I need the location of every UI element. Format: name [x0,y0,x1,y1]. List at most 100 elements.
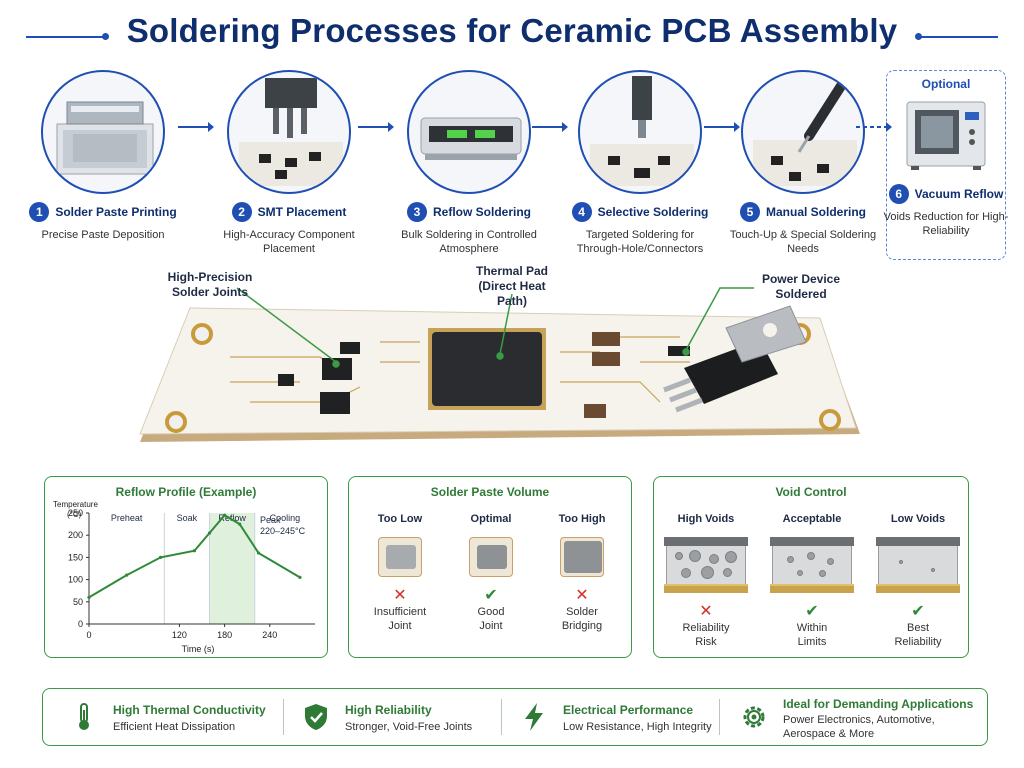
title-dot-right [915,33,922,40]
step-solder-paste-printing: 1 Solder Paste Printing Precise Paste De… [28,70,178,242]
void-control-panel: Void Control High Voids ✕ Reliability Ri… [653,476,969,658]
shield-check-icon [305,704,327,730]
arrow-dashed-icon [856,122,892,132]
void-col-low: Low Voids ✔ Best Reliability [870,513,966,649]
panel-title: Void Control [775,485,847,499]
feature-electrical: Electrical Performance Low Resistance, H… [503,689,723,745]
y-tick-label: 100 [68,575,83,585]
page-title: Soldering Processes for Ceramic PCB Asse… [126,12,898,49]
step-desc: High-Accuracy Component Placement [223,229,355,255]
void-cross-section-icon [876,537,960,593]
step-manual-soldering: 5 Manual Soldering Touch-Up & Special So… [728,70,878,256]
x-mark-icon: ✕ [393,587,407,604]
reflow-zone-band [209,513,255,624]
y-tick-label: 250 [68,508,83,518]
step-number: 1 [29,202,50,222]
col-foot-2: Bridging [561,620,603,632]
x-tick-label: 0 [86,630,91,640]
step-label: Reflow Soldering [432,205,531,219]
col-foot-1: Good [477,606,505,618]
feature-thermal: High Thermal Conductivity Efficient Heat… [53,689,279,745]
callout-thermal-pad: Thermal Pad (Direct Heat Path) [475,264,549,308]
reflow-oven-icon [407,70,531,194]
arrow-right-icon [704,122,740,132]
y-tick-label: 0 [78,619,83,629]
y-tick-label: 50 [73,597,83,607]
reflow-profile-panel: Reflow Profile (Example) Preheat Soak Refl… [44,476,328,658]
step-label: Selective Soldering [597,205,709,219]
step-label: Solder Paste Printing [55,205,177,219]
feature-applications: Ideal for Demanding Applications Power E… [723,689,985,745]
paste-chip-icon [469,537,513,577]
step-label: Manual Soldering [765,205,866,219]
feature-divider [501,699,502,735]
col-foot-2: Joint [388,620,412,632]
void-cross-section-icon [770,537,854,593]
col-foot-2: Risk [695,636,717,648]
feature-desc: Power Electronics, Automotive, [783,714,935,726]
step-number: 2 [231,202,252,222]
col-foot-1: Best [906,622,929,634]
x-tick-label: 120 [172,630,187,640]
feature-desc: Low Resistance, High Integrity [563,721,712,733]
col-foot-1: Within [796,622,828,634]
feature-desc-2: Aerospace & More [783,728,875,740]
ceramic-pcb-illustration: High-Precision Solder Joints Thermal Pad… [0,262,1024,462]
pick-and-place-icon [227,70,351,194]
step-desc: Bulk Soldering in Controlled Atmosphere [401,229,537,255]
title-rule-left [26,36,104,38]
x-tick-label: 240 [262,630,277,640]
col-foot-2: Reliability [894,636,942,648]
solder-paste-panel: Solder Paste Volume Too Low ✕ Insufficie… [348,476,632,658]
col-foot-1: Insufficient [373,606,427,618]
paste-col-too-low: Too Low ✕ Insufficient Joint [355,513,445,633]
optional-label: Optional [921,77,971,91]
y-axis-label: Temperature [53,500,98,509]
gear-icon [743,706,765,728]
stencil-printer-icon [41,70,165,194]
reflow-profile-point [158,555,163,559]
step-vacuum-reflow: 6 Vacuum Reflow Voids Reduction for High… [871,98,1021,238]
check-mark-icon: ✔ [484,587,498,604]
paste-col-optimal: Optimal ✔ Good Joint [446,513,536,633]
selective-solder-nozzle-icon [578,70,702,194]
reflow-profile-point [298,575,302,579]
thermometer-icon [79,703,89,730]
step-number: 6 [888,184,909,204]
paste-chip-icon [560,537,604,577]
step-label: SMT Placement [257,205,347,219]
zone-label: Preheat [111,513,143,523]
vacuum-oven-icon [901,98,991,172]
col-head: Too Low [377,513,423,525]
x-mark-icon: ✕ [575,587,589,604]
check-mark-icon: ✔ [911,603,925,620]
feature-desc: Efficient Heat Dissipation [113,721,236,733]
col-head: High Voids [677,513,735,525]
feature-title: Ideal for Demanding Applications [783,697,974,711]
zone-label: Soak [177,513,198,523]
step-desc: Touch-Up & Special Soldering Needs [729,229,877,255]
paste-col-too-high: Too High ✕ Solder Bridging [537,513,627,633]
col-foot-2: Limits [797,636,827,648]
void-col-high: High Voids ✕ Reliability Risk [658,513,754,649]
panel-title: Solder Paste Volume [430,485,550,499]
step-number: 4 [571,202,592,222]
col-head: Optimal [470,513,512,525]
ceramic-board-icon [139,287,860,442]
feature-title: High Thermal Conductivity [113,703,266,717]
col-foot-1: Solder [566,606,598,618]
panel-title: Reflow Profile (Example) [115,485,257,499]
reflow-profile-point [238,522,242,526]
feature-title: Electrical Performance [563,703,694,717]
step-label: Vacuum Reflow [914,187,1004,201]
paste-chip-icon [378,537,422,577]
arrow-right-icon [532,122,568,132]
step-selective-soldering: 4 Selective Soldering Targeted Soldering… [565,70,715,256]
x-axis-label: Time (s) [182,644,215,654]
step-desc: Voids Reduction for High-Reliability [883,211,1009,237]
zone-label: Reflow [218,513,246,523]
zone-label: Cooling [270,513,301,523]
y-axis-label-unit: (°C) [67,510,82,519]
reflow-profile-point [256,551,261,555]
